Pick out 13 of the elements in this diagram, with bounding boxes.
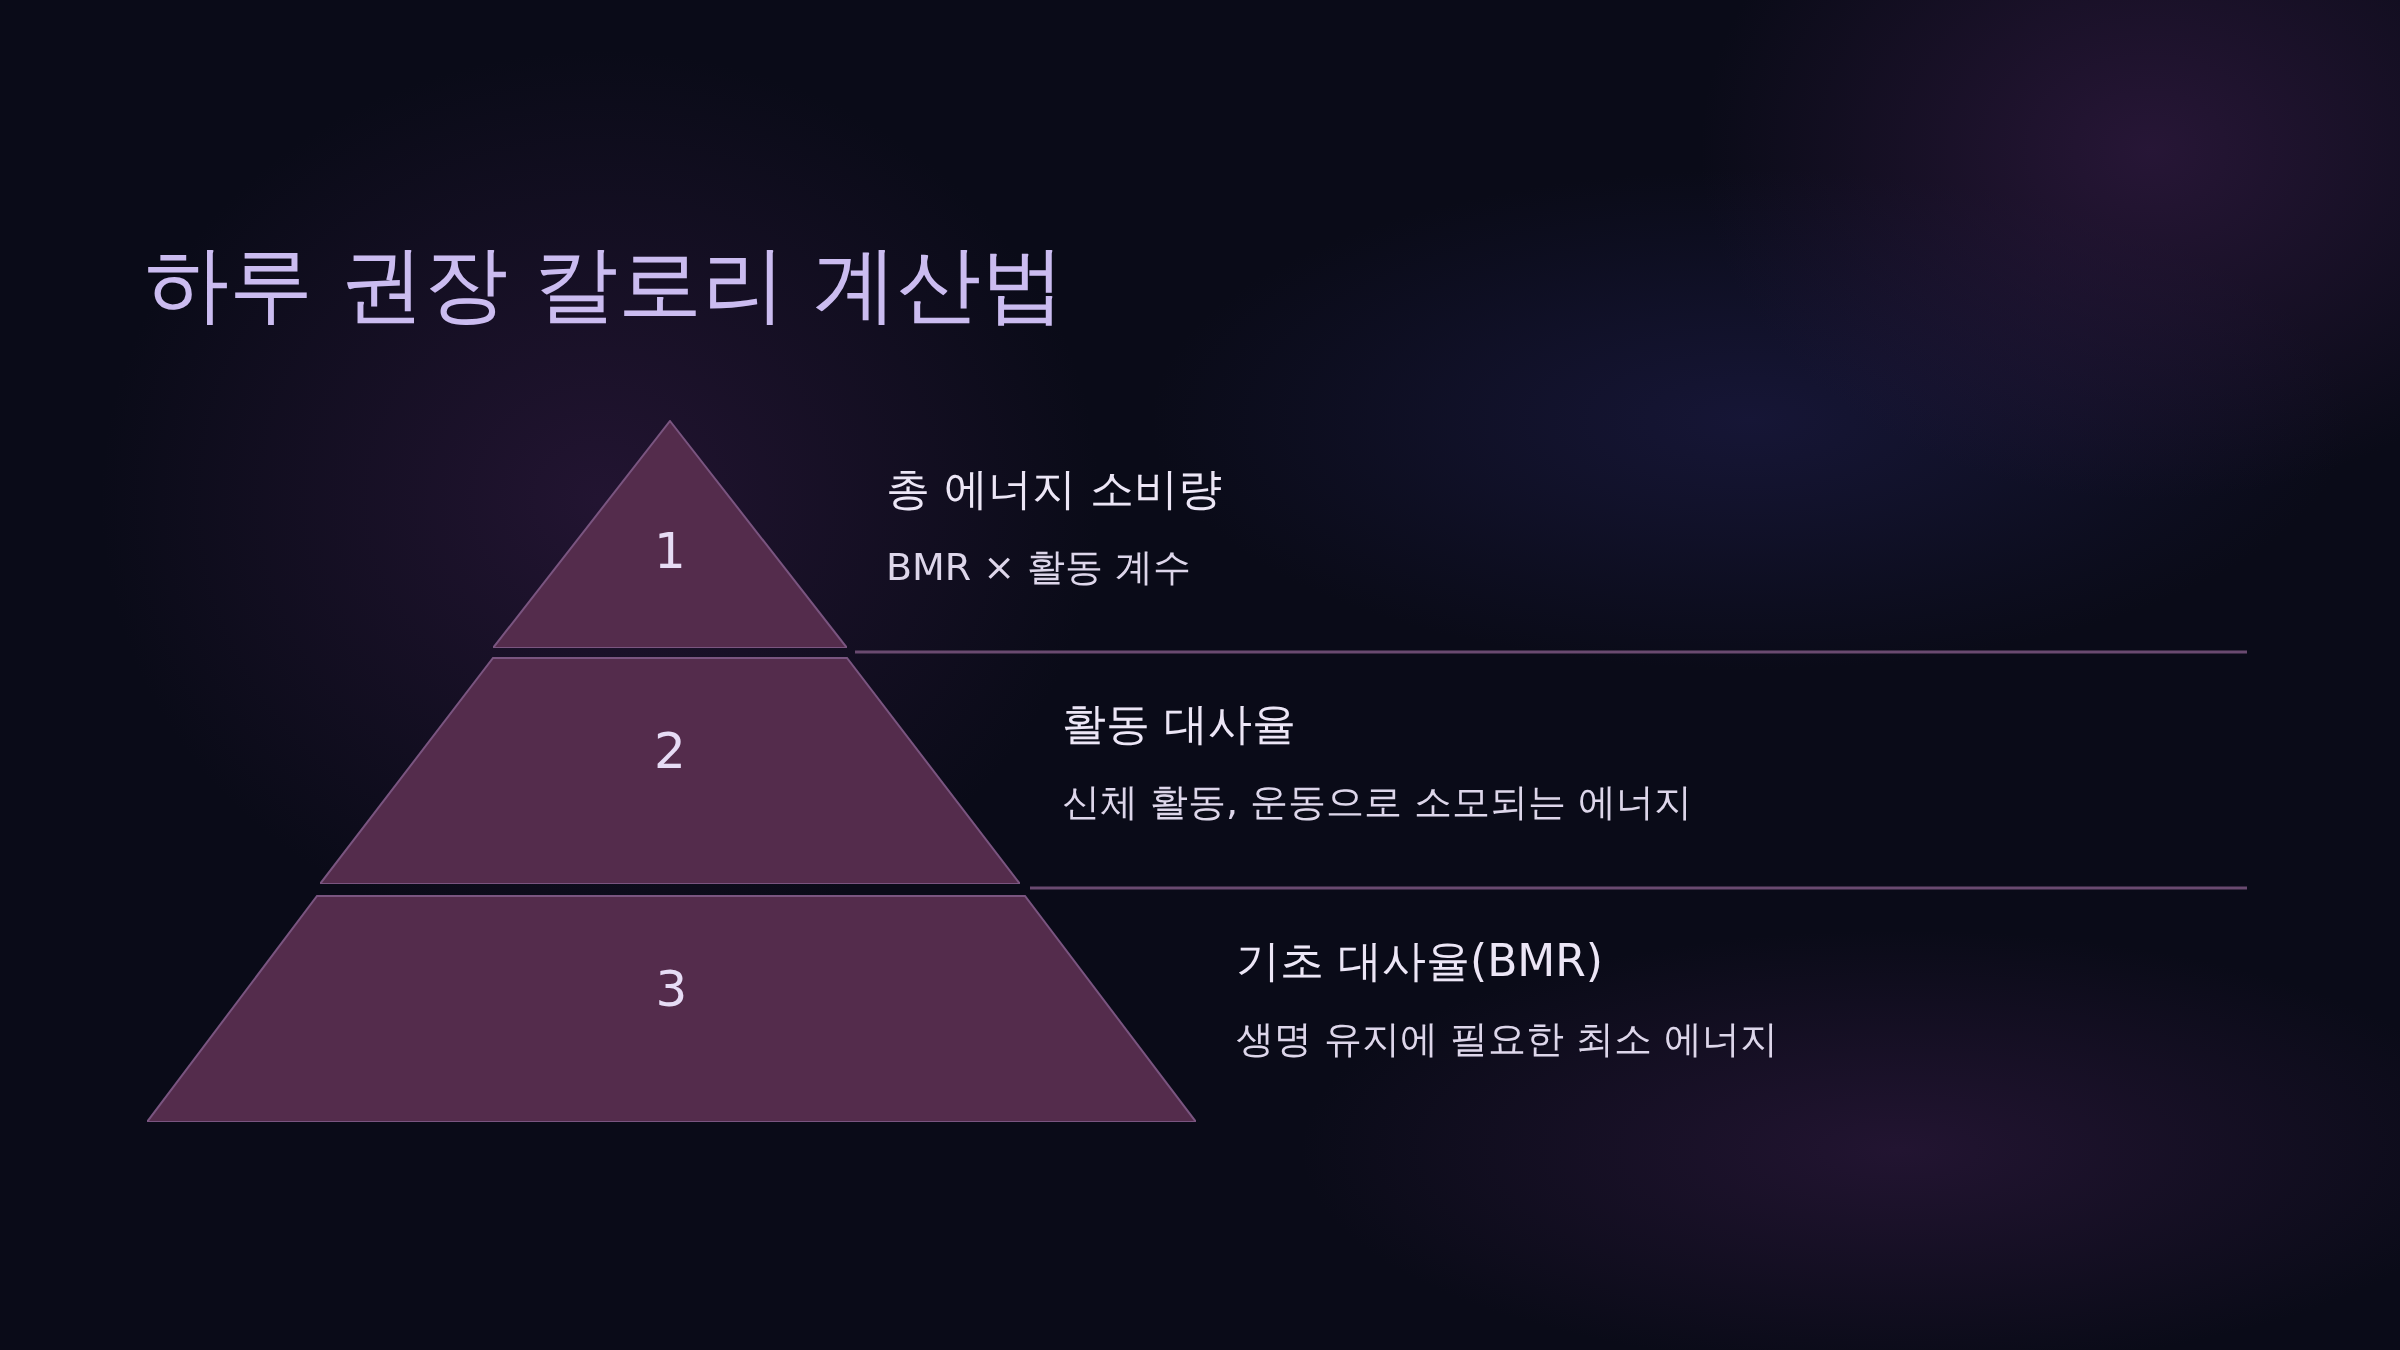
layer-heading: 활동 대사율 [1062, 697, 1296, 751]
pyramid-layer [147, 895, 1196, 1122]
layer-description: BMR × 활동 계수 [886, 544, 1192, 591]
layer-description: 신체 활동, 운동으로 소모되는 에너지 [1062, 779, 1693, 826]
title: 하루 권장 칼로리 계산법 [145, 234, 1066, 335]
layer-description: 생명 유지에 필요한 최소 에너지 [1236, 1016, 1779, 1063]
layer-number: 1 [653, 522, 687, 581]
layer-heading: 총 에너지 소비량 [886, 462, 1222, 516]
layer-number: 2 [653, 722, 687, 781]
layer-heading: 기초 대사율(BMR) [1236, 934, 1604, 988]
layer-number: 3 [654, 960, 689, 1019]
pyramid-layer [320, 657, 1020, 884]
pyramid-top-triangle [493, 420, 847, 648]
